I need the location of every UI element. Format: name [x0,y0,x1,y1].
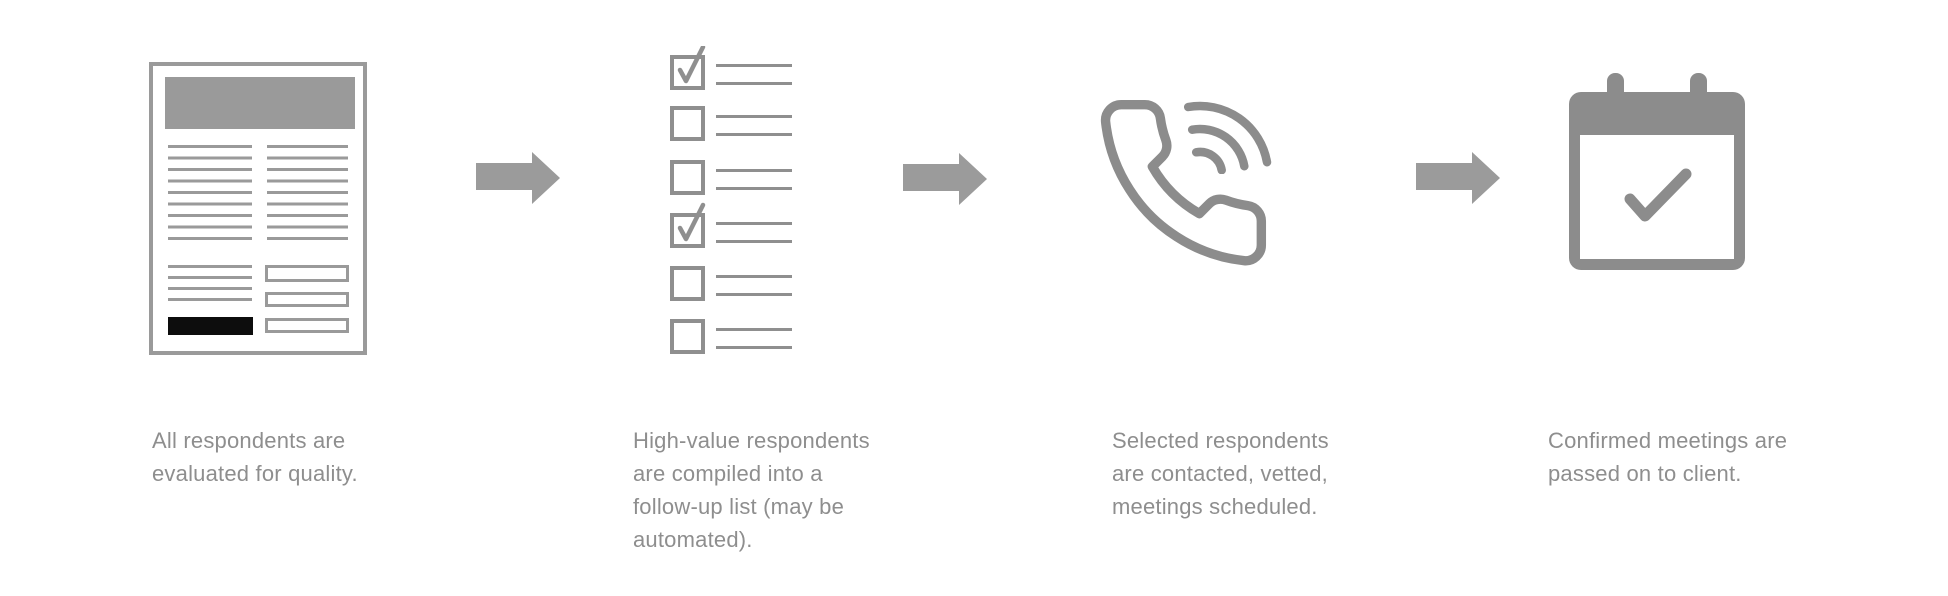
calendar-check-icon [1569,73,1745,270]
document-text-lines-bottom [168,265,252,301]
checklist-icon [670,46,792,354]
document-field-boxes [265,265,349,333]
phone-handset [1100,99,1267,266]
step-2-caption: High-value respondents are compiled into… [633,428,870,552]
document-report-icon [149,62,367,355]
checkmarks [677,46,706,242]
document-highlight-bar [168,317,253,335]
checklist-checkboxes [670,55,705,354]
step-1-caption: All respondents are evaluated for qualit… [152,428,358,486]
document-text-lines-right [267,145,348,240]
arrow-right-icon [903,153,987,205]
arrow-right-icon [1416,152,1500,204]
document-text-lines-left [168,145,252,240]
step-4-caption: Confirmed meetings are passed on to clie… [1548,428,1788,486]
phone-call-icon [1100,99,1267,266]
calendar-checkmark [1624,168,1692,222]
phone-signal-waves-icon [1184,101,1272,174]
step-3-caption: Selected respondents are contacted, vett… [1112,428,1329,519]
checklist-item-lines [716,64,792,349]
document-header-block [165,77,355,129]
arrow-right-icon [476,152,560,204]
